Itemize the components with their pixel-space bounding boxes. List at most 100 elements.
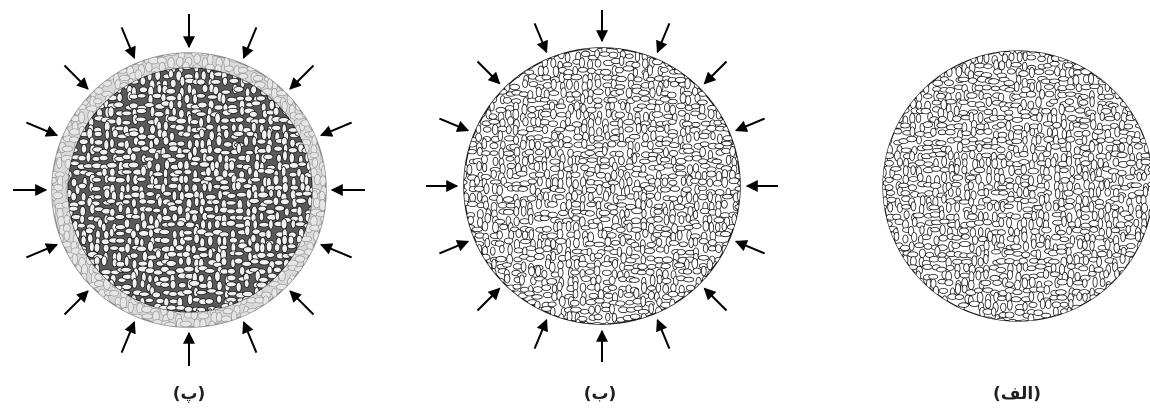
particle <box>1027 55 1036 60</box>
particle <box>1057 279 1067 285</box>
particle <box>184 184 189 192</box>
particle <box>945 130 955 135</box>
particle <box>992 159 998 169</box>
particle <box>559 161 564 171</box>
particle <box>967 93 977 99</box>
particle <box>664 80 669 88</box>
particle <box>625 209 630 217</box>
particle <box>552 285 557 293</box>
particle <box>490 102 495 111</box>
particle <box>482 222 488 231</box>
particle <box>258 206 266 211</box>
particle <box>663 270 669 279</box>
panel-caption-a: (الف) <box>967 383 1067 405</box>
particle <box>196 112 206 117</box>
particle <box>491 170 496 178</box>
particle <box>257 252 266 258</box>
particle <box>968 214 978 220</box>
particle <box>493 222 499 233</box>
particle <box>573 180 579 189</box>
compression-arrow <box>478 62 500 84</box>
particle <box>564 167 572 172</box>
particle <box>996 268 1006 273</box>
particle <box>970 244 974 252</box>
particle <box>199 129 204 138</box>
particle <box>103 81 112 87</box>
particle <box>1091 120 1096 130</box>
particle <box>722 177 728 187</box>
particle <box>606 109 611 117</box>
particle <box>669 143 679 148</box>
particle <box>551 109 557 118</box>
particle <box>599 210 609 216</box>
particle <box>568 157 573 166</box>
particle <box>627 247 633 256</box>
particle <box>287 244 296 249</box>
particle <box>1095 204 1104 209</box>
particle <box>1105 188 1111 196</box>
particle <box>543 83 551 89</box>
particle <box>1090 295 1098 300</box>
particle <box>148 229 153 237</box>
particle <box>997 137 1006 143</box>
particle <box>542 126 547 134</box>
particle <box>497 231 502 239</box>
particle <box>262 130 267 140</box>
particle <box>1097 138 1105 143</box>
particle <box>617 141 626 147</box>
particle <box>715 223 720 232</box>
particle <box>515 156 520 164</box>
particle <box>654 209 662 214</box>
particle <box>680 94 686 103</box>
particle <box>685 78 690 88</box>
particle <box>563 137 572 143</box>
particle <box>572 91 581 97</box>
particle <box>984 109 992 114</box>
particle <box>612 259 617 268</box>
particle <box>984 64 993 69</box>
particle <box>549 91 559 96</box>
particle <box>876 176 886 182</box>
particle <box>940 168 949 173</box>
particle <box>1028 314 1034 324</box>
particle <box>986 97 992 106</box>
particle <box>1077 292 1082 300</box>
particle <box>1100 279 1105 287</box>
particle <box>631 218 641 224</box>
particle <box>215 161 220 169</box>
particle <box>909 242 914 251</box>
particle <box>121 267 132 272</box>
particle <box>1088 271 1096 276</box>
particle <box>110 291 119 297</box>
particle <box>221 94 226 104</box>
particle <box>1011 244 1021 249</box>
particle <box>609 52 618 58</box>
particle <box>952 243 960 249</box>
particle <box>215 113 221 123</box>
particle <box>1029 277 1035 287</box>
particle <box>536 150 544 155</box>
particle <box>1010 45 1015 54</box>
particle <box>78 200 86 205</box>
particle <box>993 280 1002 285</box>
particle <box>158 197 163 207</box>
particle <box>110 246 119 251</box>
particle <box>264 154 273 159</box>
particle <box>1007 152 1012 160</box>
particle <box>239 73 248 79</box>
particle <box>654 216 663 222</box>
particle <box>677 230 682 240</box>
particle <box>998 213 1007 218</box>
particle <box>676 171 687 176</box>
particle <box>1104 94 1114 99</box>
particle <box>1006 121 1011 131</box>
particle <box>118 204 123 213</box>
particle <box>77 104 86 109</box>
particle <box>604 323 609 331</box>
particle <box>886 191 895 196</box>
particle <box>458 188 467 193</box>
particle <box>581 94 585 104</box>
particle <box>284 208 289 216</box>
particle <box>722 148 731 153</box>
particle <box>542 285 551 291</box>
